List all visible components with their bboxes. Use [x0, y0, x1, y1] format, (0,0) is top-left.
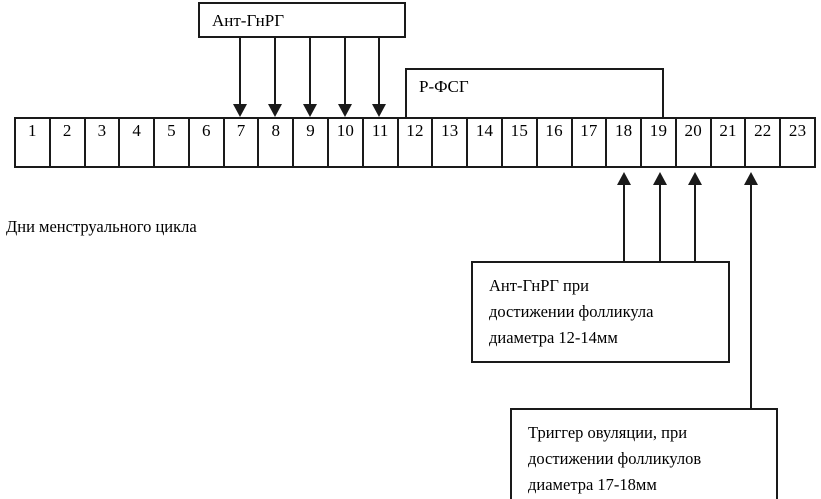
day-cell: 20: [677, 119, 712, 166]
day-number: 8: [271, 121, 281, 140]
day-number: 2: [62, 121, 72, 140]
axis-caption: Дни менструального цикла: [6, 217, 197, 236]
drug-bar-rfsh: Р-ФСГ: [405, 68, 664, 119]
antagonist-callout: Ант-ГнРГ при достижении фолликула диамет…: [471, 261, 730, 363]
day-number: 5: [167, 121, 176, 140]
arrow-down-icon-day12: [372, 104, 386, 117]
day-cell: 21: [712, 119, 747, 166]
day-cell: 17: [573, 119, 608, 166]
antagonist-callout-line-1: Ант-ГнРГ при: [489, 276, 589, 295]
arrow-up-icon-day19: [653, 172, 667, 185]
day-number: 14: [475, 121, 494, 140]
connector-antagonist-day9: [274, 38, 276, 105]
drug-bar-rfsh-label: Р-ФСГ: [419, 77, 469, 96]
day-cell: 8: [259, 119, 295, 166]
day-cell: 10: [329, 119, 364, 166]
day-number: 13: [441, 121, 459, 140]
day-cell: 18: [607, 119, 643, 166]
day-cell: 16: [538, 119, 573, 166]
day-number: 22: [754, 121, 772, 140]
connector-callout2-day22: [750, 185, 752, 410]
connector-antagonist-day10: [309, 38, 311, 105]
day-number: 16: [545, 121, 563, 140]
arrow-down-icon-day10: [303, 104, 317, 117]
drug-bar-antagonist: Ант-ГнРГ: [198, 2, 406, 38]
day-cell: 11: [364, 119, 399, 166]
day-number: 15: [510, 121, 529, 140]
trigger-callout-line-3: диаметра 17-18мм: [528, 475, 657, 494]
day-number: 19: [649, 121, 668, 140]
day-number: 21: [719, 121, 737, 140]
day-cell: 2: [51, 119, 86, 166]
day-cell: 13: [433, 119, 469, 166]
day-cell: 15: [503, 119, 538, 166]
day-number: 12: [406, 121, 424, 140]
antagonist-callout-line-2: достижении фолликула: [489, 302, 654, 321]
day-number: 9: [306, 121, 315, 140]
connector-callout1-day18: [623, 185, 625, 263]
antagonist-callout-line-3: диаметра 12-14мм: [489, 328, 618, 347]
day-number: 7: [236, 121, 246, 140]
drug-bar-antagonist-label: Ант-ГнРГ: [212, 11, 285, 30]
day-number: 6: [201, 121, 211, 140]
day-number: 23: [788, 121, 807, 140]
connector-antagonist-day11: [344, 38, 346, 105]
day-number: 11: [371, 121, 389, 140]
day-cell: 9: [294, 119, 330, 166]
day-cell: 7: [225, 119, 260, 166]
connector-antagonist-day12: [378, 38, 380, 105]
day-cell: 3: [86, 119, 121, 166]
arrow-up-icon-day22: [744, 172, 758, 185]
arrow-up-icon-day18: [617, 172, 631, 185]
trigger-callout-line-2: достижении фолликулов: [528, 449, 702, 468]
day-cell: 22: [746, 119, 782, 166]
day-cell: 12: [399, 119, 434, 166]
day-number: 4: [132, 121, 142, 140]
day-number: 18: [614, 121, 633, 140]
day-cell: 6: [190, 119, 225, 166]
day-number: 20: [684, 121, 702, 140]
connector-antagonist-day8: [239, 38, 241, 105]
day-number: 17: [580, 121, 598, 140]
day-scale-grid: 1 2 3 4 5 6 7 8 9 10 11 12 13 14 15 16 1…: [14, 117, 816, 168]
trigger-callout-line-1: Триггер овуляции, при: [528, 423, 688, 442]
day-cell: 1: [16, 119, 51, 166]
day-number: 10: [336, 121, 355, 140]
day-number: 3: [97, 121, 107, 140]
day-cell: 5: [155, 119, 190, 166]
arrow-down-icon-day11: [338, 104, 352, 117]
arrow-down-icon-day9: [268, 104, 282, 117]
day-cell: 14: [468, 119, 503, 166]
day-number: 1: [28, 121, 37, 140]
arrow-down-icon-day8: [233, 104, 247, 117]
trigger-callout: Триггер овуляции, при достижении фоллику…: [510, 408, 778, 499]
connector-callout1-day20: [694, 185, 696, 263]
day-cell: 4: [120, 119, 156, 166]
day-cell: 19: [642, 119, 677, 166]
arrow-up-icon-day20: [688, 172, 702, 185]
connector-callout1-day19: [659, 185, 661, 263]
day-cell: 23: [781, 119, 814, 166]
